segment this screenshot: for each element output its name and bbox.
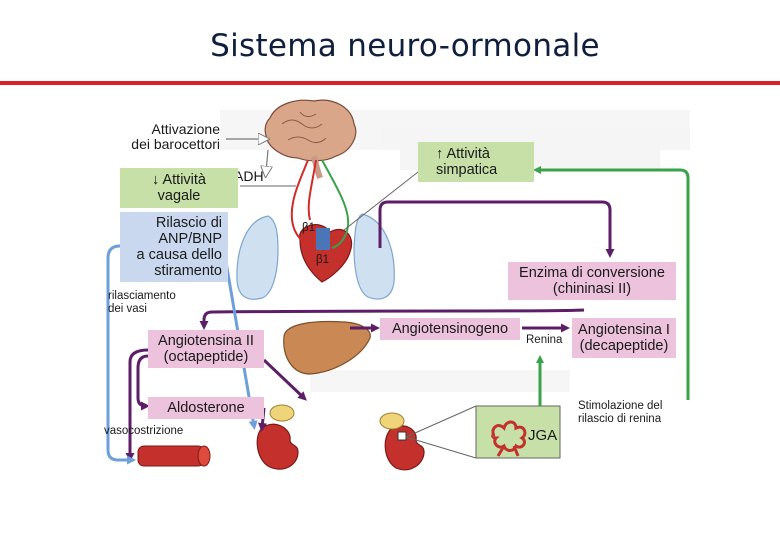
angiotensina2-to-adrenal-arrow: [262, 358, 307, 401]
barocettori-line-2: dei barocettori: [131, 136, 220, 152]
angiotensina1-line-1: Angiotensina I: [578, 322, 670, 338]
angiotensina2-line-1: Angiotensina II: [158, 333, 254, 349]
enzima-arrow: [199, 308, 585, 330]
kidney-icon-right: [379, 412, 425, 471]
title-divider: [0, 81, 780, 85]
barocettori-label: Attivazione dei barocettori: [104, 122, 220, 152]
jga-label: JGA: [528, 427, 558, 444]
purple-top-arrow: [378, 200, 615, 258]
renina-label: Renina: [526, 334, 563, 346]
page-title: Sistema neuro-ormonale: [210, 28, 600, 64]
anp-line-1: Rilascio di: [155, 215, 222, 231]
lungs-icon: [236, 213, 395, 300]
vagale-box: ↓ Attività vagale: [120, 168, 238, 208]
simpatica-line-1: ↑ Attività: [436, 146, 490, 162]
nerve-fibers: [290, 159, 350, 249]
anp-line-2: ANP/BNP: [158, 231, 222, 247]
blood-vessel-icon: [137, 445, 211, 467]
anp-line-4: stiramento: [154, 263, 222, 279]
simpatica-box: ↑ Attività simpatica: [418, 142, 534, 182]
kidney-icon: [256, 423, 299, 470]
anp-to-vasi-arrow: [106, 244, 136, 465]
angiotensina2-to-aldosterone-arrow: [136, 354, 150, 411]
aldosterone-box: Aldosterone: [148, 397, 264, 419]
angiotensinogeno-box: Angiotensinogeno: [380, 318, 520, 340]
vagale-line-2: vagale: [157, 188, 201, 204]
liver-icon: [283, 320, 371, 375]
simpatica-line-2: simpatica: [436, 162, 498, 178]
heart-icon: [299, 224, 353, 283]
angiotensina2-line-2: (octapeptide): [163, 349, 249, 365]
jga-glomerulus-icon: [491, 420, 527, 457]
vagale-line-1: ↓ Attività: [152, 172, 206, 188]
stimolazione-line-2: rilascio di renina: [578, 413, 662, 425]
vasocostrizione-label: vasocostrizione: [104, 425, 184, 437]
adrenal-gland-icon: [269, 404, 295, 422]
beta1-top-label: β1: [302, 222, 316, 234]
anp-bnp-box: Rilascio di ANP/BNP a causa dello stiram…: [120, 212, 228, 282]
angiotensina2-box: Angiotensina II (octapeptide): [148, 330, 264, 368]
angiotensina1-box: Angiotensina I (decapeptide): [572, 318, 676, 358]
barocettori-line-1: Attivazione: [151, 121, 220, 137]
enzima-line-1: Enzima di conversione: [519, 265, 665, 281]
anp-line-3: a causa dello: [136, 247, 222, 263]
adh-arrow: [266, 149, 268, 172]
enzima-box: Enzima di conversione (chininasi II): [508, 262, 676, 300]
green-feedback-arrow: [533, 166, 690, 400]
rilasciamento-label: rilasciamento dei vasi: [108, 290, 176, 316]
jga-panel: [405, 405, 561, 459]
stimolazione-label: Stimolazione del rilascio di renina: [578, 400, 662, 426]
angiotensina2-to-vasi-arrow: [125, 348, 149, 462]
stimolazione-line-1: Stimolazione del: [578, 400, 663, 412]
adh-label: ADH: [234, 168, 264, 184]
simpatica-connector: [343, 171, 419, 231]
angiotensina1-line-2: (decapeptide): [579, 338, 669, 354]
rilasciamento-line-1: rilasciamento: [108, 290, 176, 302]
beta1-bottom-label: β1: [316, 254, 330, 266]
rilasciamento-line-2: dei vasi: [108, 303, 147, 315]
enzima-line-2: (chininasi II): [552, 281, 632, 297]
